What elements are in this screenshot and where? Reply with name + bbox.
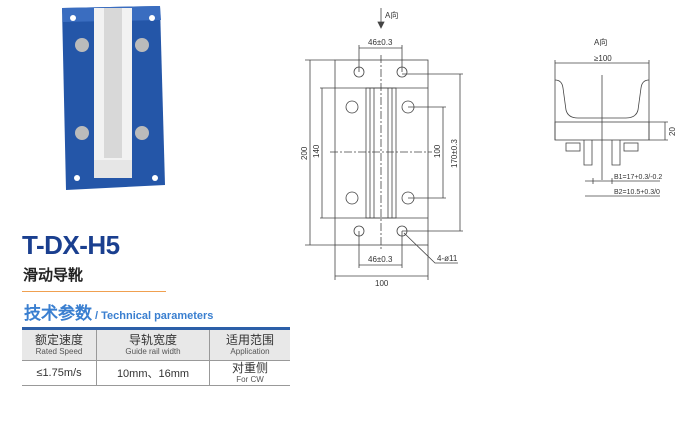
front-view-drawing [305,8,463,280]
section-title-cn: 技术参数 [24,304,92,323]
dim-height: 200 [300,146,309,160]
side-dim-width: ≥100 [594,54,612,63]
dim-b1: B1=17+0.3/-0.2 [614,174,662,181]
product-name: 滑动导靴 [23,267,84,284]
front-view-label: A向 [385,10,398,20]
section-heading: 技术参数/ Technical parameters [24,299,213,324]
cell-rail-width: 10mm、16mm [96,360,210,386]
dim-bottom: 46±0.3 [368,255,393,264]
application-en: For CW [236,375,264,384]
side-view-drawing [554,60,668,197]
dim-outer-holes: 170±0.3 [450,139,459,168]
header-en: Application [230,347,270,356]
cell-speed: ≤1.75m/s [22,360,97,386]
header-cn: 适用范围 [225,333,274,347]
dim-inner: 140 [312,144,321,158]
application-cn: 对重侧 [231,361,268,375]
section-title-en: / Technical parameters [95,310,214,322]
header-cn: 额定速度 [34,333,83,347]
dim-top: 46±0.3 [368,38,393,47]
header-cn: 导轨宽度 [128,333,177,347]
side-dim-height: 20 [668,127,677,136]
dim-width: 100 [375,279,389,288]
divider [22,291,166,292]
header-en: Guide rail width [125,347,181,356]
side-view-label: A向 [594,37,607,47]
dim-holes: 100 [433,144,442,158]
dim-b2: B2=10.5+0.3/0 [614,189,660,196]
hole-note: 4-ø11 [437,254,458,263]
drawings: A向 46±0.3 46±0.3 100 200 140 100 170±0.3… [62,6,677,288]
header-en: Rated Speed [35,347,83,356]
product-model: T-DX-H5 [22,230,120,260]
product-photo [62,6,165,190]
